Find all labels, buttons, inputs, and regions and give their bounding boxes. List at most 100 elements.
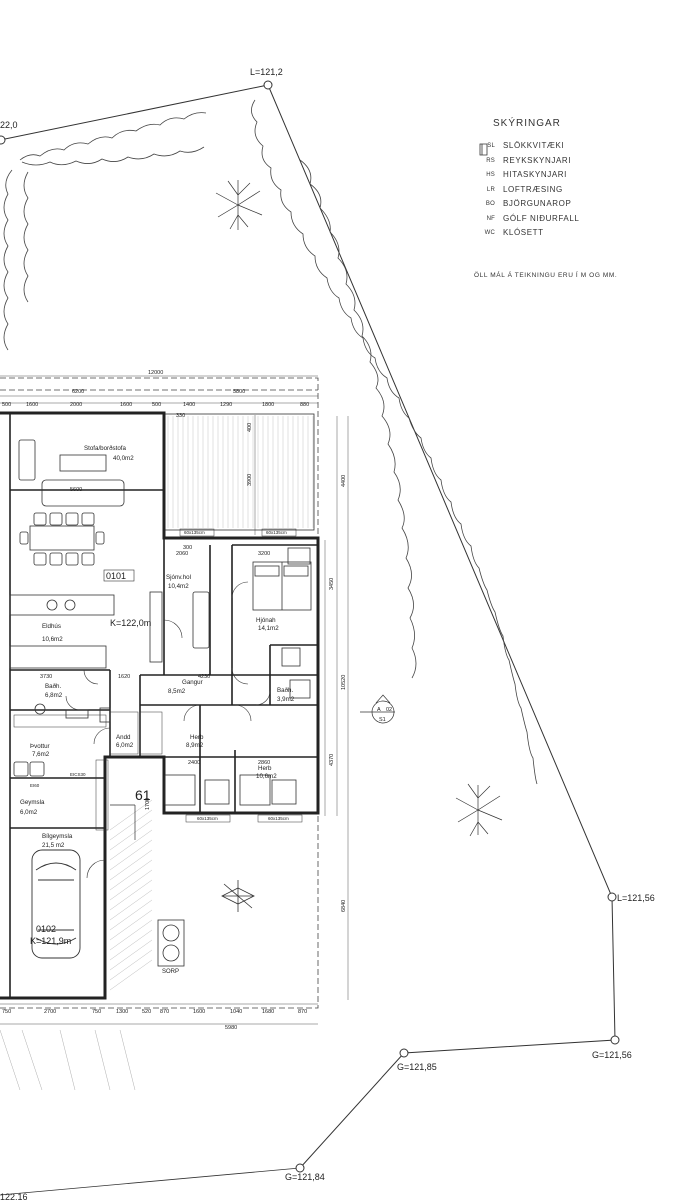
room-area: 6,0m2 — [20, 809, 38, 816]
dim-label: 1700 — [145, 798, 151, 810]
room-name: Eldhús — [42, 623, 61, 630]
legend-label: KLÓSETT — [503, 228, 544, 237]
legend-title: SKÝRINGAR — [493, 118, 561, 129]
paving-hatch — [109, 929, 153, 961]
floor-level: K=122,0m — [110, 618, 151, 628]
furniture — [9, 439, 312, 806]
room-name: Bílgeymsla — [42, 833, 73, 840]
paving-hatch — [109, 949, 153, 981]
legend-code: BO — [485, 201, 495, 207]
dimension-lines — [0, 375, 349, 1025]
dim-label: 6840 — [341, 900, 347, 912]
lot-boundary — [0, 84, 616, 1169]
dim-label: 1290 — [220, 402, 232, 408]
dim-label: 1620 — [118, 674, 130, 680]
extinguisher-icon — [479, 143, 488, 156]
waste-bins — [157, 919, 185, 967]
door-swings — [65, 581, 271, 879]
north-arrow — [221, 880, 255, 912]
dim-label: 1300 — [116, 1009, 128, 1015]
units-note: ÖLL MÁL Á TEIKNINGU ERU Í M OG MM. — [474, 272, 618, 279]
lot-number: 61 — [135, 787, 151, 803]
dim-label: 400 — [247, 423, 253, 432]
paving-hatch — [109, 959, 153, 991]
dim-label: 2860 — [258, 760, 270, 766]
dim-label: 1600 — [26, 402, 38, 408]
legend-label: REYKSKYNJARI — [503, 155, 572, 165]
room-area: 10,6m2 — [256, 773, 277, 780]
dim-label: 750 — [2, 1009, 11, 1015]
paving-hatch — [109, 829, 153, 861]
dim-label: 1600 — [193, 1009, 205, 1015]
tags: 0101 K=122,0m 0102 K=121,9m 61 SORP A 02… — [30, 528, 392, 975]
property-id: 0102 — [36, 924, 56, 934]
hedge-planting — [3, 99, 538, 785]
room-area: 10,4m2 — [168, 583, 189, 590]
paving-hatch — [109, 819, 153, 851]
paving-hatch — [109, 809, 153, 841]
room-area: 8,5m2 — [168, 688, 186, 695]
dim-label: 500 — [152, 402, 161, 408]
dim-label: 870 — [298, 1009, 307, 1015]
dim-label: 2700 — [44, 1009, 56, 1015]
dim-label: 2060 — [176, 551, 188, 557]
dim-label: 1680 — [262, 1009, 274, 1015]
paving-hatch — [109, 869, 153, 901]
car-symbol — [31, 849, 81, 959]
room-name: Sjónv.hol — [166, 574, 191, 581]
dim-label: 1040 — [230, 1009, 242, 1015]
dim-label: 520 — [142, 1009, 151, 1015]
room-area: 21,5 m2 — [42, 842, 65, 849]
room-name: Hjónah — [256, 617, 276, 624]
room-area: 10,6m2 — [42, 636, 63, 643]
section-sheet: S1 — [379, 717, 386, 723]
paving-hatch — [109, 899, 153, 931]
fire-rating: EI60 — [30, 783, 40, 788]
window-size: 60x135cm — [184, 530, 205, 535]
dim-label: 750 — [92, 1009, 101, 1015]
room-name: Þvottur — [30, 743, 50, 750]
room-name: Baðh. — [45, 683, 61, 690]
legend-code: HS — [486, 172, 495, 178]
wall-hatching — [13, 711, 163, 831]
survey-points — [0, 80, 620, 1173]
dim-label: 4400 — [341, 475, 347, 487]
dim-label: 2400 — [188, 760, 200, 766]
dim-label: 6200 — [72, 389, 84, 395]
room-area: 6,0m2 — [116, 742, 134, 749]
legend-code: RS — [486, 157, 495, 164]
dim-label: 3900 — [247, 474, 253, 486]
dim-label: 880 — [300, 402, 309, 408]
legend-label: HITASKYNJARI — [503, 170, 567, 179]
elevation-bottom-left: 122,16 — [0, 1192, 28, 1200]
room-name: Herb — [258, 765, 272, 772]
floor-level: K=121,9m — [30, 936, 71, 946]
dim-label: 330 — [176, 413, 185, 419]
paving-hatch — [109, 799, 153, 831]
dimension-labels: 12000 6200 5800 330 5600 300 2060 3200 4… — [40, 370, 347, 1031]
section-number: 02 — [386, 707, 392, 713]
room-area: 40,0m2 — [113, 455, 134, 462]
legend-item: RS REYKSKYNJARI — [477, 154, 677, 169]
room-name: Geymsla — [20, 799, 45, 806]
dim-label: 4370 — [329, 754, 335, 766]
room-name: Andd — [116, 734, 131, 741]
dim-label: 4230 — [198, 674, 210, 680]
dim-label: 5800 — [233, 389, 245, 395]
room-labels: Stofa/borðstofa 40,0m2 Eldhús 10,6m2 Sjó… — [20, 445, 295, 849]
window-size: 60x135cm — [197, 816, 218, 821]
dim-label: 500 — [2, 402, 11, 408]
section-marker — [360, 694, 395, 724]
legend-code: LR — [486, 186, 495, 193]
dim-label: 3200 — [258, 551, 270, 557]
legend-label: SLÖKKVITÆKI — [503, 141, 565, 150]
paving-hatch — [109, 849, 153, 881]
elevation-bottom-mid: G=121,85 — [397, 1062, 437, 1072]
dim-label: 300 — [183, 545, 192, 551]
